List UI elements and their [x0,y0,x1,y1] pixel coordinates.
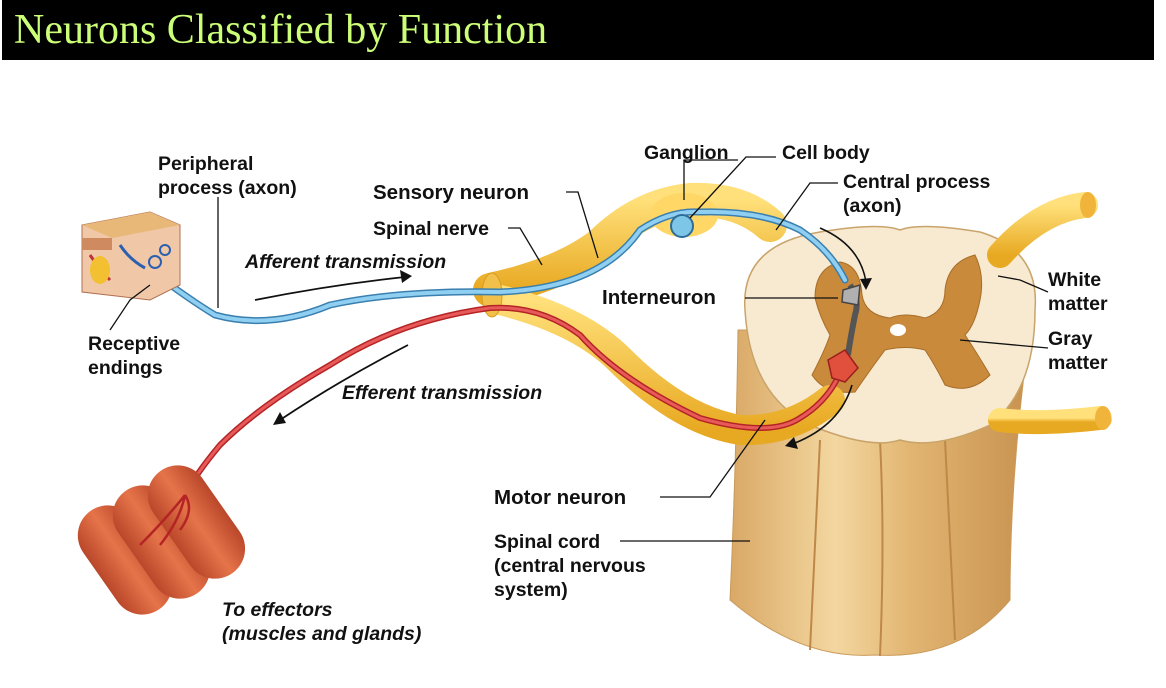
efferent-arrow [273,344,409,425]
motor-direction-arrow [785,384,853,449]
label-white-matter-2: matter [1048,293,1108,315]
label-interneuron: Interneuron [602,286,716,309]
label-cell-body: Cell body [782,142,870,164]
label-central-process-1: Central process [843,171,991,193]
label-effectors-1: To effectors [222,599,333,621]
label-receptive-endings-1: Receptive [88,333,180,355]
interneuron [841,283,861,356]
leader-lines [109,156,1049,542]
right-spinal-nerves [987,192,1112,435]
label-effectors-2: (muscles and glands) [222,623,421,645]
sensory-neuron [146,208,849,325]
sensory-direction-arrow [819,227,872,290]
skin-block [81,211,181,301]
label-peripheral-process-2: process (axon) [158,177,297,199]
label-gray-matter-1: Gray [1048,328,1093,350]
label-peripheral-process-1: Peripheral [158,153,253,175]
sensory-cell-body [670,214,694,238]
label-receptive-endings-2: endings [88,357,163,379]
title-bar: Neurons Classified by Function [2,0,1154,60]
label-spinal-nerve: Spinal nerve [373,218,489,240]
label-spinal-cord-2: (central nervous [494,555,646,577]
label-spinal-cord-3: system) [494,579,568,601]
label-ganglion: Ganglion [644,142,729,164]
label-central-process-2: (axon) [843,195,902,217]
label-motor-neuron: Motor neuron [494,486,626,509]
label-spinal-cord-1: Spinal cord [494,531,600,553]
afferent-arrow [254,270,412,301]
label-gray-matter-2: matter [1048,352,1108,374]
label-efferent-transmission: Efferent transmission [342,382,542,404]
label-afferent-transmission: Afferent transmission [244,251,446,273]
motor-neuron [182,304,859,498]
label-white-matter-1: White [1048,269,1101,291]
slide-title: Neurons Classified by Function [14,7,548,53]
motor-cell-body [827,349,859,383]
muscle-bundle [77,465,246,615]
label-sensory-neuron: Sensory neuron [373,181,529,204]
